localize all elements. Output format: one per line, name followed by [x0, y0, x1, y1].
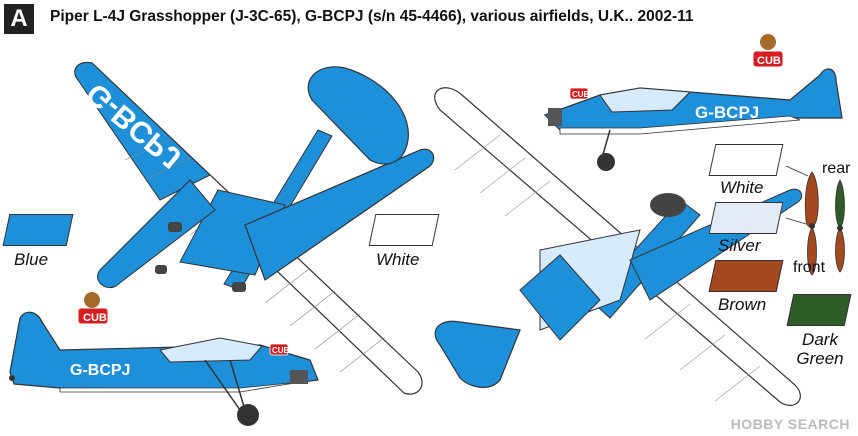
propeller-rear	[835, 179, 845, 273]
color-label-silver: Silver	[718, 236, 761, 255]
right-tail-cub-logo: CUB	[757, 55, 781, 67]
color-swatch-white	[708, 144, 784, 176]
top-view-tailplane	[307, 66, 409, 165]
watermark: HOBBY SEARCH	[730, 416, 850, 432]
color-label-blue: Blue	[14, 250, 49, 269]
top-view-wheel	[155, 265, 167, 274]
propeller-front-label: front	[793, 259, 826, 276]
color-swatch-dark-green	[786, 294, 852, 326]
side-view-left-aircraft: G-BCPJ CUB CUB	[9, 292, 319, 426]
main-wheel	[237, 404, 259, 426]
propeller-front	[804, 171, 819, 276]
top-view-right-wing	[244, 148, 435, 281]
top-view-stabilizer	[97, 179, 216, 288]
page-title: Piper L-4J Grasshopper (J-3C-65), G-BCPJ…	[50, 8, 694, 25]
side-registration: G-BCPJ	[70, 362, 130, 379]
color-label-white-left: White	[376, 250, 420, 269]
top-view-wheel	[232, 282, 246, 292]
top-view-wheel	[168, 222, 182, 232]
color-label-dark-green: Dark Green	[796, 330, 844, 368]
tail-cub-logo: CUB	[83, 312, 107, 324]
cowl-cub-logo: CUB	[272, 346, 290, 355]
color-label-brown: Brown	[718, 295, 767, 314]
color-label-white: White	[720, 178, 764, 197]
color-swatch-blue	[2, 214, 74, 246]
right-side-registration: G-BCPJ	[695, 103, 759, 122]
side-view-right-aircraft: G-BCPJ CUB CUB	[543, 34, 843, 171]
color-swatch-silver	[708, 202, 784, 234]
right-cowl-cub-logo: CUB	[572, 90, 590, 99]
propeller-rear-label: rear	[822, 160, 851, 177]
color-swatch-brown	[708, 260, 784, 292]
version-badge: A	[4, 4, 34, 34]
color-swatch-white-left	[368, 214, 440, 246]
